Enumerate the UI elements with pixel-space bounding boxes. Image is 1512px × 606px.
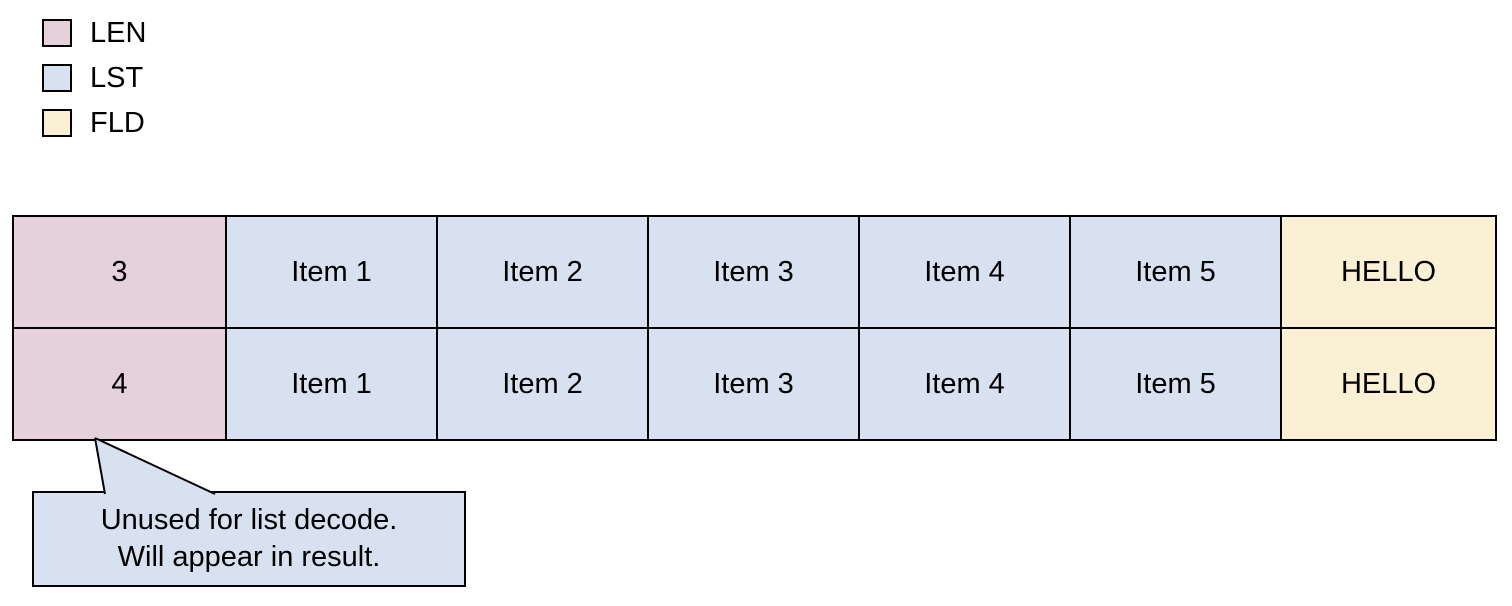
callout-tail-right-edge [94,437,216,495]
callout-line-1: Unused for list decode. [100,504,398,536]
lst-cell: Item 3 [649,217,858,327]
lst-cell: Item 4 [860,329,1069,439]
lst-cell: Item 4 [860,217,1069,327]
lst-cell: Item 2 [438,329,647,439]
legend: LEN LST FLD [42,19,146,154]
lst-color-swatch [42,64,72,92]
lst-cell: Item 2 [438,217,647,327]
legend-label-lst: LST [90,62,144,94]
lst-cell: Item 1 [227,329,436,439]
len-cell: 3 [14,217,225,327]
lst-cell: Item 5 [1071,217,1280,327]
legend-item-len: LEN [42,17,147,49]
callout-bubble: Unused for list decode. Will appear in r… [32,491,466,587]
legend-item-lst: LST [42,62,146,94]
fld-cell: HELLO [1282,217,1495,327]
lst-cell: Item 1 [227,217,436,327]
legend-label-fld: FLD [90,107,145,139]
fld-cell: HELLO [1282,329,1495,439]
lst-cell: Item 3 [649,329,858,439]
callout-tail-left-edge [94,437,106,495]
lst-cell: Item 5 [1071,329,1280,439]
len-color-swatch [42,19,72,47]
fld-color-swatch [42,109,72,137]
callout-line-2: Will appear in result. [117,541,381,573]
legend-label-len: LEN [90,17,147,49]
len-cell: 4 [14,329,225,439]
callout-tail-fill [95,438,216,494]
decode-table: 3 Item 1 Item 2 Item 3 Item 4 Item 5 HEL… [12,215,1497,441]
legend-item-fld: FLD [42,107,146,139]
